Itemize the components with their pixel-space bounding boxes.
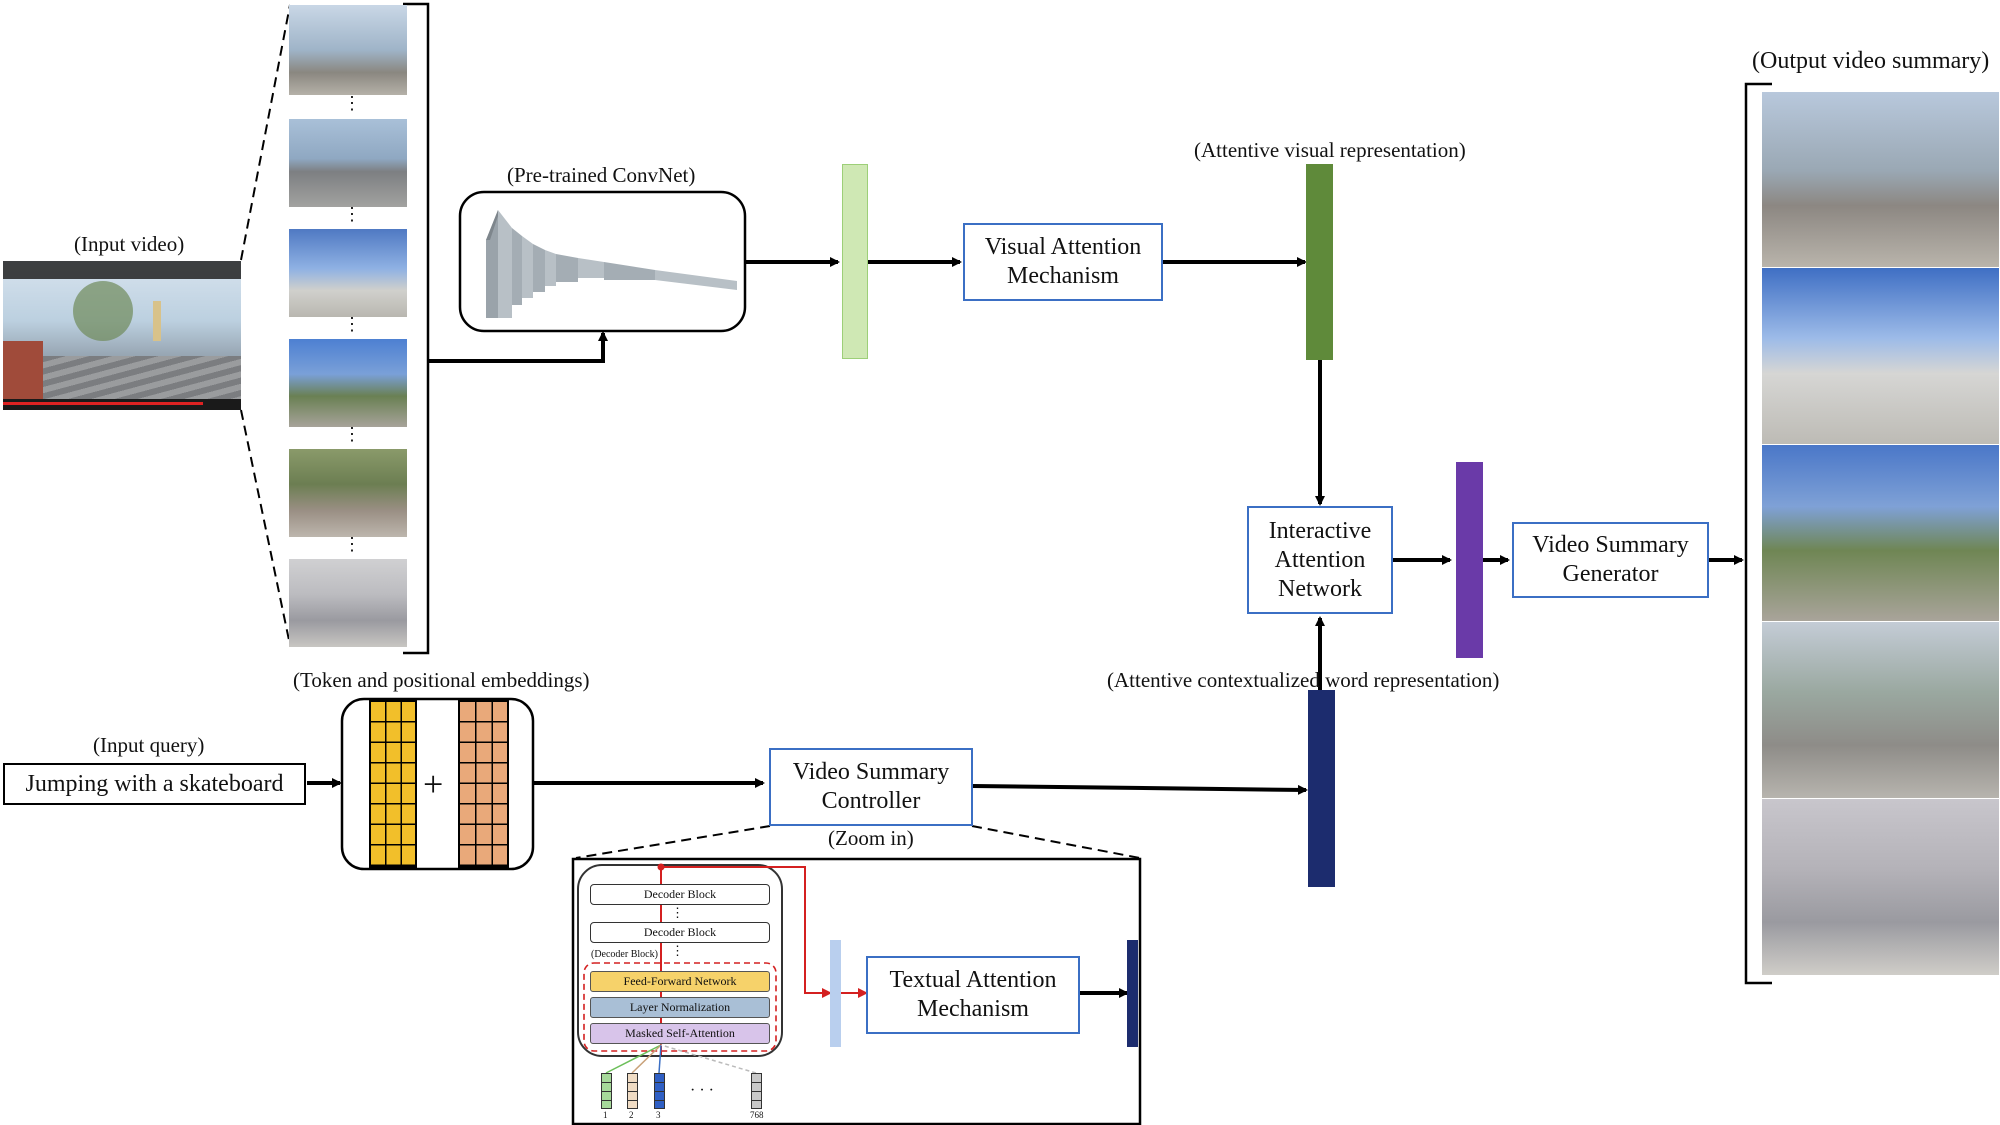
label-pretrained-convnet: (Pre-trained ConvNet) bbox=[507, 163, 696, 187]
feed-forward-network: Feed-Forward Network bbox=[590, 971, 770, 992]
summary-generator-box: Video Summary Generator bbox=[1512, 522, 1709, 598]
decoder-dots-1: ⋮ bbox=[671, 905, 684, 920]
layer-normalization: Layer Normalization bbox=[590, 997, 770, 1018]
label-input-video: (Input video) bbox=[74, 232, 185, 256]
textual-attention-box: Textual Attention Mechanism bbox=[866, 956, 1080, 1034]
input-frame-4 bbox=[289, 339, 407, 427]
decoder-dots-2: ⋮ bbox=[671, 943, 684, 958]
positional-embedding-grid bbox=[458, 700, 509, 868]
convnet-feature-bar bbox=[842, 164, 868, 359]
visual-attention-box: Visual Attention Mechanism bbox=[963, 223, 1163, 301]
input-video-frame bbox=[3, 261, 241, 410]
interactive-attention-box: Interactive Attention Network bbox=[1247, 506, 1393, 614]
token-vector-3 bbox=[654, 1073, 665, 1109]
input-frame-2 bbox=[289, 119, 407, 207]
decoder-block-1: Decoder Block bbox=[590, 884, 770, 905]
summary-controller-box: Video Summary Controller bbox=[769, 748, 973, 826]
frame-dots-4: ⋮ bbox=[343, 424, 361, 444]
output-frame-3 bbox=[1762, 445, 1999, 621]
frame-dots-3: ⋮ bbox=[343, 314, 361, 334]
token-vector-768 bbox=[751, 1073, 762, 1109]
token-embedding-grid bbox=[369, 700, 417, 868]
attentive-context-bar bbox=[1308, 690, 1335, 887]
output-frame-4 bbox=[1762, 622, 1999, 798]
label-attentive-visual: (Attentive visual representation) bbox=[1194, 138, 1466, 162]
label-zoom-in: (Zoom in) bbox=[828, 826, 914, 850]
input-frame-3 bbox=[289, 229, 407, 317]
fused-representation-bar bbox=[1456, 462, 1483, 658]
attentive-visual-bar bbox=[1306, 164, 1333, 360]
frame-dots-1: ⋮ bbox=[343, 93, 361, 113]
label-output-summary: (Output video summary) bbox=[1752, 48, 1990, 74]
decoder-output-bar bbox=[830, 940, 841, 1047]
token-vector-1 bbox=[601, 1073, 612, 1109]
token-vector-2 bbox=[627, 1073, 638, 1109]
token-ellipsis: · · · bbox=[690, 1082, 714, 1099]
token-index-768: 768 bbox=[750, 1110, 764, 1120]
label-attentive-context: (Attentive contextualized word represent… bbox=[1107, 668, 1500, 692]
frame-dots-2: ⋮ bbox=[343, 204, 361, 224]
output-frame-1 bbox=[1762, 92, 1999, 267]
frame-dots-5: ⋮ bbox=[343, 534, 361, 554]
convnet-pyramid-icon bbox=[486, 210, 737, 318]
masked-self-attention: Masked Self-Attention bbox=[590, 1023, 770, 1044]
label-input-query: (Input query) bbox=[93, 733, 205, 757]
token-index-1: 1 bbox=[603, 1110, 608, 1120]
token-index-3: 3 bbox=[656, 1110, 661, 1120]
input-frame-5 bbox=[289, 449, 407, 537]
decoder-block-group-label: (Decoder Block) bbox=[591, 949, 658, 960]
input-frame-1 bbox=[289, 5, 407, 95]
decoder-block-2: Decoder Block bbox=[590, 922, 770, 943]
output-frame-5 bbox=[1762, 799, 1999, 975]
output-frame-2 bbox=[1762, 268, 1999, 444]
token-index-2: 2 bbox=[629, 1110, 634, 1120]
query-input-box: Jumping with a skateboard bbox=[3, 763, 306, 805]
input-frame-6 bbox=[289, 559, 407, 647]
plus-sign: + bbox=[423, 764, 444, 804]
textual-output-bar bbox=[1127, 940, 1138, 1047]
label-token-pos-emb: (Token and positional embeddings) bbox=[293, 668, 590, 692]
